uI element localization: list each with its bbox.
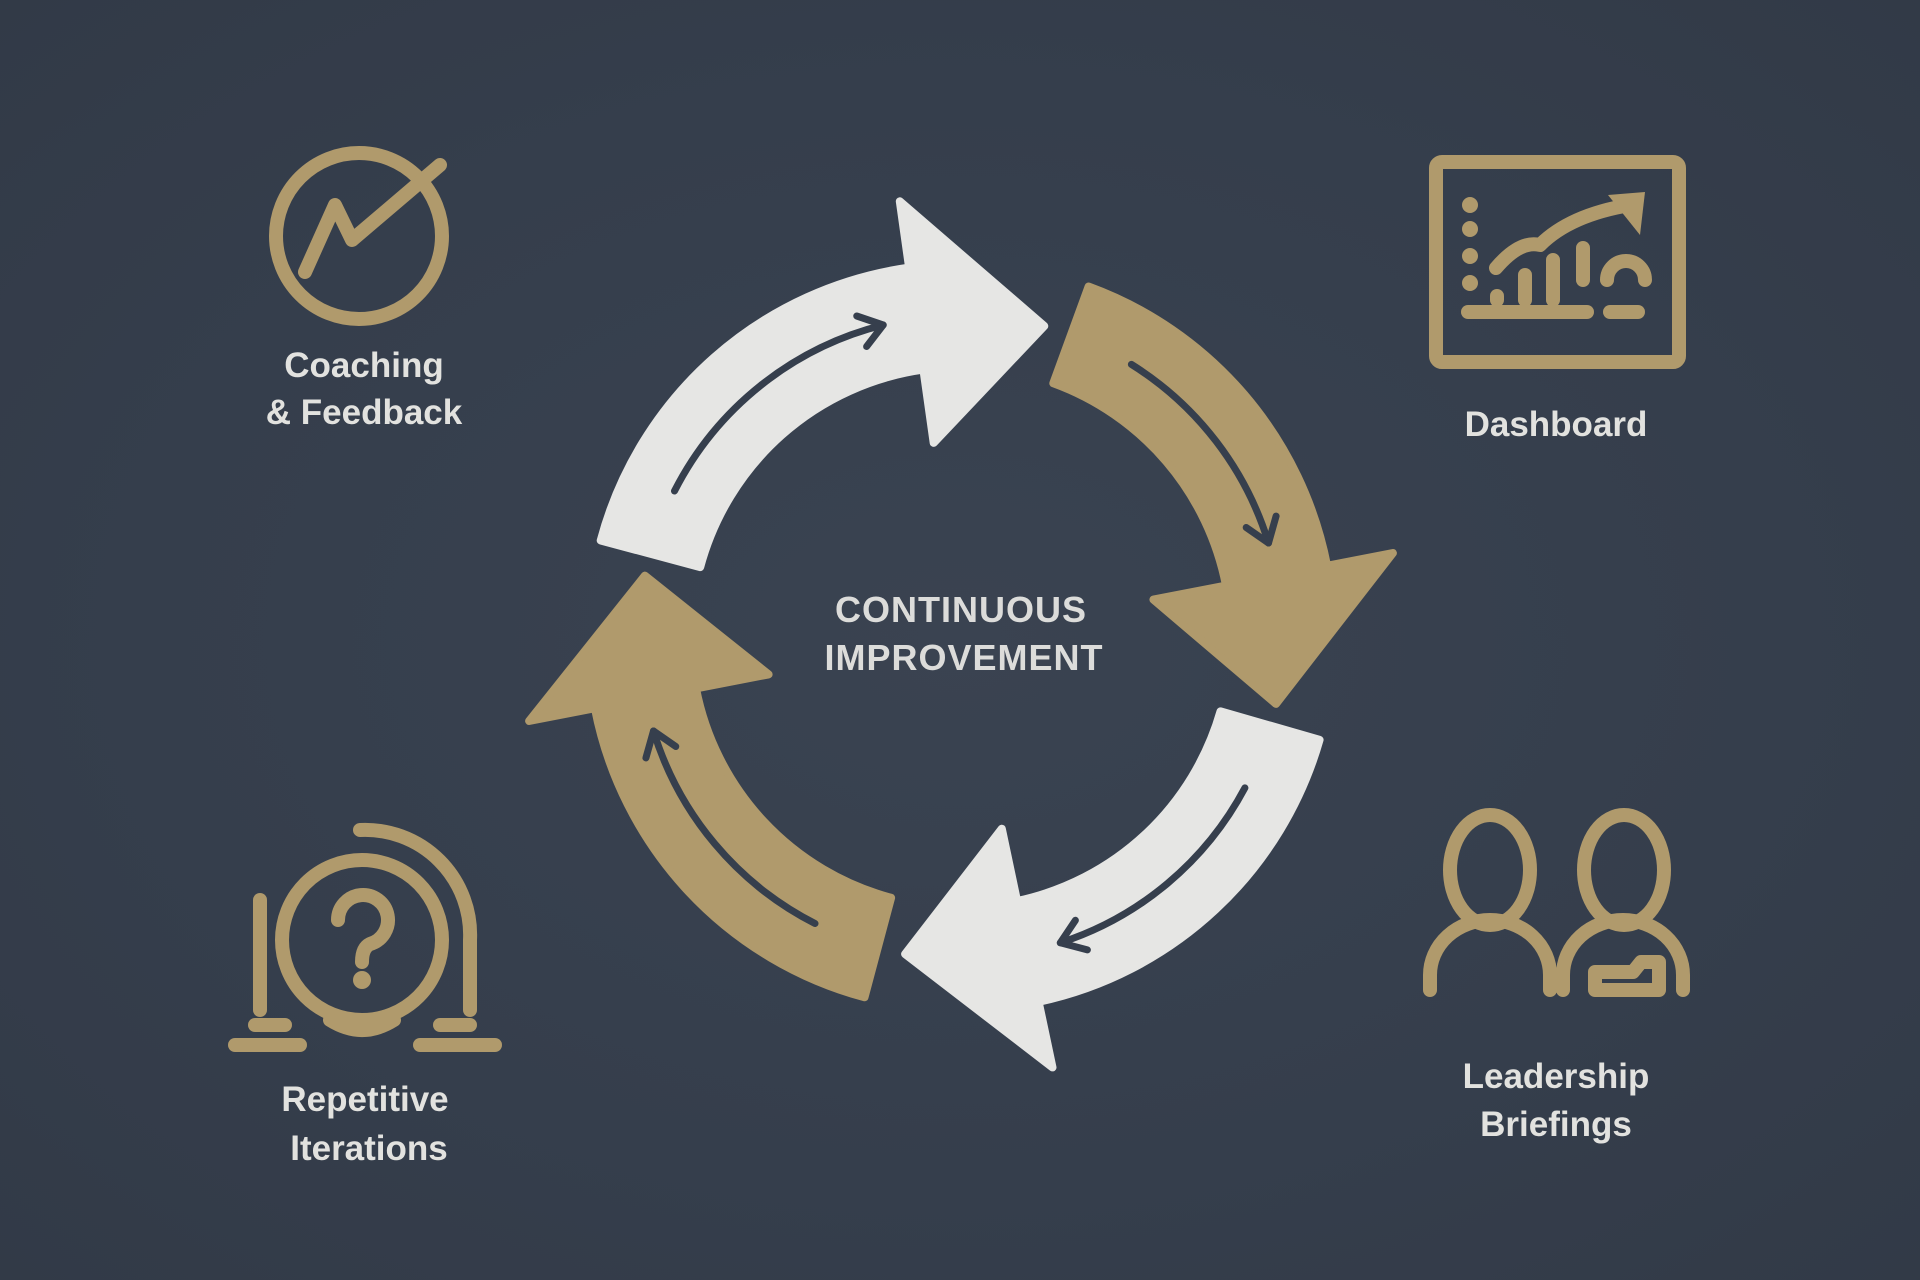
coaching-label-line1: Coaching: [284, 346, 443, 385]
cycle-arrow-bottom: [901, 707, 1324, 1072]
cycle-arrow-top: [596, 197, 1049, 572]
coaching-label-line2: & Feedback: [266, 393, 463, 432]
cycle: [525, 197, 1397, 1072]
cycle-arrow-right-inner-line: [1127, 360, 1272, 547]
cycle-arrow-right-inner-arrowhead-icon: [1242, 512, 1280, 547]
repetitive-label-line2: Iterations: [290, 1129, 448, 1168]
leadership-label-line1: Leadership: [1463, 1057, 1650, 1096]
cycle-arrow-left-inner-arrowhead-icon: [642, 727, 680, 762]
center-title-line2: IMPROVEMENT: [824, 637, 1103, 678]
cycle-arrow-top-inner-line: [671, 321, 887, 495]
leadership-label-line2: Briefings: [1480, 1105, 1632, 1144]
people-icon: [1423, 808, 1690, 997]
cycle-arrow-top-inner-arrowhead-icon: [853, 312, 887, 350]
trend-circle-icon: [269, 146, 449, 326]
cycle-arrow-left: [525, 571, 896, 1002]
dashboard-label: Dashboard: [1465, 405, 1648, 444]
center-title-line1: CONTINUOUS: [835, 589, 1087, 630]
repetitive-label-line1: Repetitive: [281, 1080, 448, 1119]
cycle-arrow-bottom-inner-line: [1056, 784, 1249, 947]
question-loop-icon: [228, 822, 502, 1052]
cycle-arrow-bottom-inner-arrowhead-icon: [1056, 916, 1091, 954]
dashboard-chart-icon: [1429, 155, 1686, 369]
cycle-arrow-left-inner-line: [650, 727, 819, 927]
cycle-arrow-right: [1049, 282, 1397, 708]
